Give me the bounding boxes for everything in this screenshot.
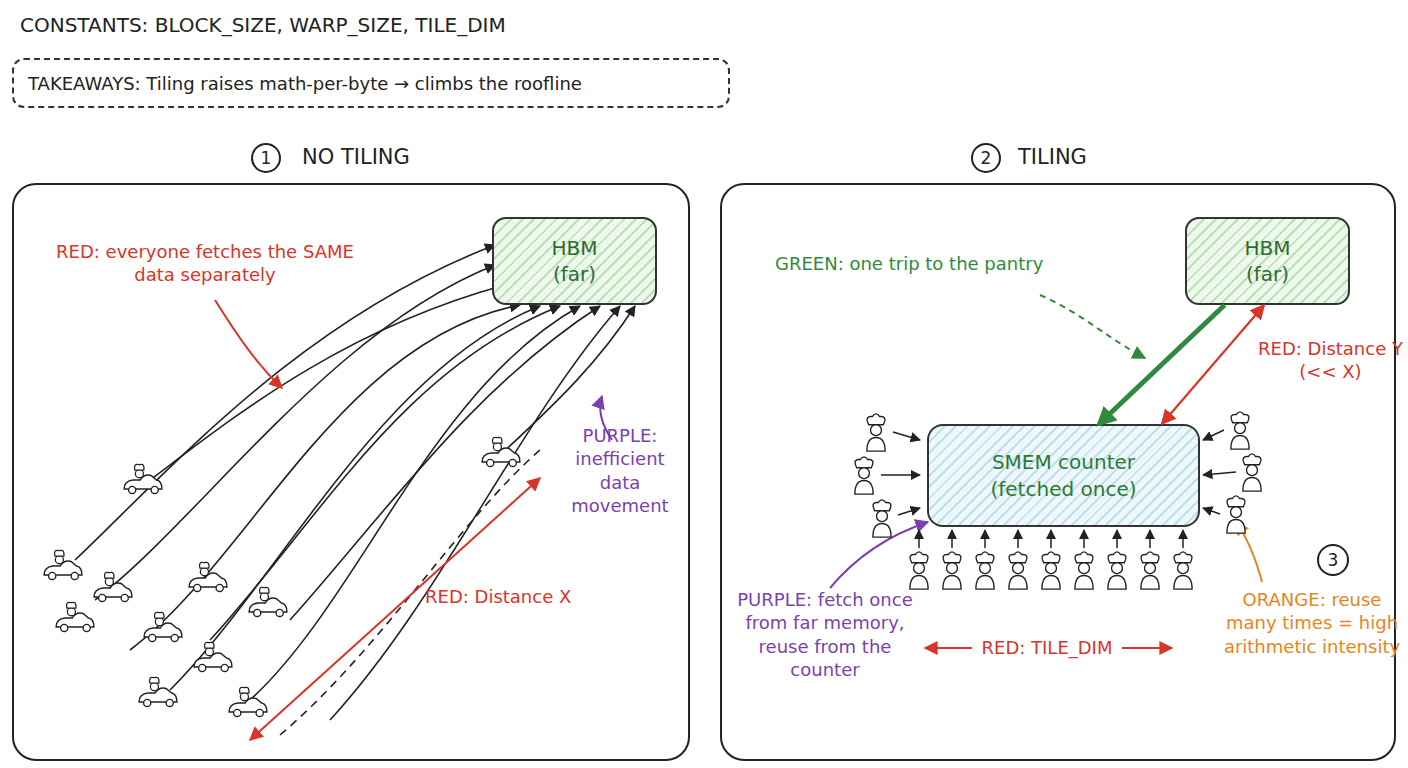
memory-box: HBM (far) bbox=[492, 217, 657, 305]
annotation: ORANGE: reuse many times = high arithmet… bbox=[1222, 588, 1402, 658]
dimension-label: RED: Distance X bbox=[425, 585, 605, 608]
chef bbox=[910, 552, 928, 589]
reach-arrow bbox=[1116, 530, 1118, 548]
chef bbox=[1243, 454, 1261, 491]
chef bbox=[1042, 552, 1060, 589]
memory-label: HBM (far) bbox=[535, 235, 615, 287]
memory-box: HBM (far) bbox=[1185, 217, 1350, 305]
annotation: PURPLE: fetch once from far memory, reus… bbox=[730, 588, 920, 682]
callout-arrows bbox=[215, 295, 1262, 740]
chef-car bbox=[194, 642, 232, 671]
step-number: 2 bbox=[981, 150, 992, 167]
route-line bbox=[150, 285, 505, 480]
chef bbox=[943, 552, 961, 589]
chef bbox=[1009, 552, 1027, 589]
dimension-arrow bbox=[1122, 647, 1172, 649]
panel-heading: NO TILING bbox=[302, 145, 410, 169]
panel-box: NO TILINGHBM (far) bbox=[12, 183, 690, 761]
reach-arrow bbox=[1182, 530, 1184, 548]
dimension-arrow bbox=[925, 647, 972, 649]
annotation: GREEN: one trip to the pantry bbox=[775, 252, 1105, 275]
dimension-label: RED: TILE_DIM bbox=[972, 636, 1122, 659]
chef-car bbox=[139, 677, 177, 706]
chef-cars bbox=[44, 437, 520, 716]
step-circle: 2 bbox=[971, 143, 1001, 173]
route-line bbox=[170, 306, 540, 690]
reach-arrow bbox=[1083, 530, 1085, 548]
reach-arrow bbox=[1017, 530, 1019, 548]
chef bbox=[873, 500, 891, 537]
route-line bbox=[95, 265, 495, 600]
chef-car bbox=[189, 562, 227, 591]
reach-arrow bbox=[918, 530, 920, 548]
chef-car bbox=[249, 587, 287, 616]
step-circle: 1 bbox=[251, 143, 281, 173]
reach-arrow bbox=[1203, 508, 1220, 514]
chef-car bbox=[482, 437, 520, 466]
smem-box: SMEM counter (fetched once) bbox=[927, 424, 1200, 527]
chef bbox=[1075, 552, 1093, 589]
step-circle: 3 bbox=[1317, 544, 1349, 576]
takeaways-box: TAKEAWAYS: Tiling raises math-per-byte →… bbox=[12, 58, 730, 108]
chef-car bbox=[124, 464, 162, 493]
chef-car bbox=[44, 550, 82, 579]
reach-arrow bbox=[898, 508, 920, 515]
reach-arrow bbox=[951, 530, 953, 548]
annotation: PURPLE: inefficient data movement bbox=[556, 424, 684, 518]
route-line bbox=[75, 245, 495, 560]
chef-car bbox=[56, 602, 94, 631]
memory-label: HBM (far) bbox=[1228, 235, 1308, 287]
chef bbox=[867, 414, 885, 451]
chef bbox=[1227, 496, 1245, 533]
chef-car bbox=[94, 572, 132, 601]
chefs bbox=[855, 412, 1261, 589]
chef-car bbox=[229, 687, 267, 716]
chef bbox=[976, 552, 994, 589]
step-number: 1 bbox=[261, 150, 272, 167]
chef bbox=[1108, 552, 1126, 589]
annotation: RED: everyone fetches the SAME data sepa… bbox=[45, 240, 365, 287]
car-routes bbox=[75, 245, 635, 735]
distance-arrow bbox=[1162, 305, 1264, 424]
chef bbox=[1231, 412, 1249, 449]
reach-arrow bbox=[893, 432, 920, 440]
callout-arrow bbox=[215, 300, 282, 388]
reach-arrow bbox=[881, 474, 920, 476]
chef-car bbox=[144, 612, 182, 641]
route-line bbox=[250, 306, 580, 700]
reach-arrow bbox=[984, 530, 986, 548]
constants-note: CONSTANTS: BLOCK_SIZE, WARP_SIZE, TILE_D… bbox=[20, 12, 680, 38]
reach-arrow bbox=[1050, 530, 1052, 548]
edge-label: RED: Distance Y (<< X) bbox=[1253, 337, 1408, 384]
panel-heading: TILING bbox=[1018, 145, 1087, 169]
reach-arrow bbox=[1203, 430, 1224, 440]
chef bbox=[1141, 552, 1159, 589]
reach-arrow bbox=[1203, 472, 1236, 475]
chef bbox=[1174, 552, 1192, 589]
smem-label: SMEM counter (fetched once) bbox=[976, 449, 1151, 503]
chef bbox=[855, 457, 873, 494]
reach-arrow bbox=[1149, 530, 1151, 548]
dimension-arrow bbox=[250, 478, 540, 740]
fetch-arrow bbox=[1099, 305, 1225, 424]
step-number: 3 bbox=[1328, 552, 1339, 569]
callout-arrow bbox=[1040, 295, 1145, 358]
takeaways-text: TAKEAWAYS: Tiling raises math-per-byte →… bbox=[28, 73, 582, 94]
route-line bbox=[290, 306, 600, 620]
